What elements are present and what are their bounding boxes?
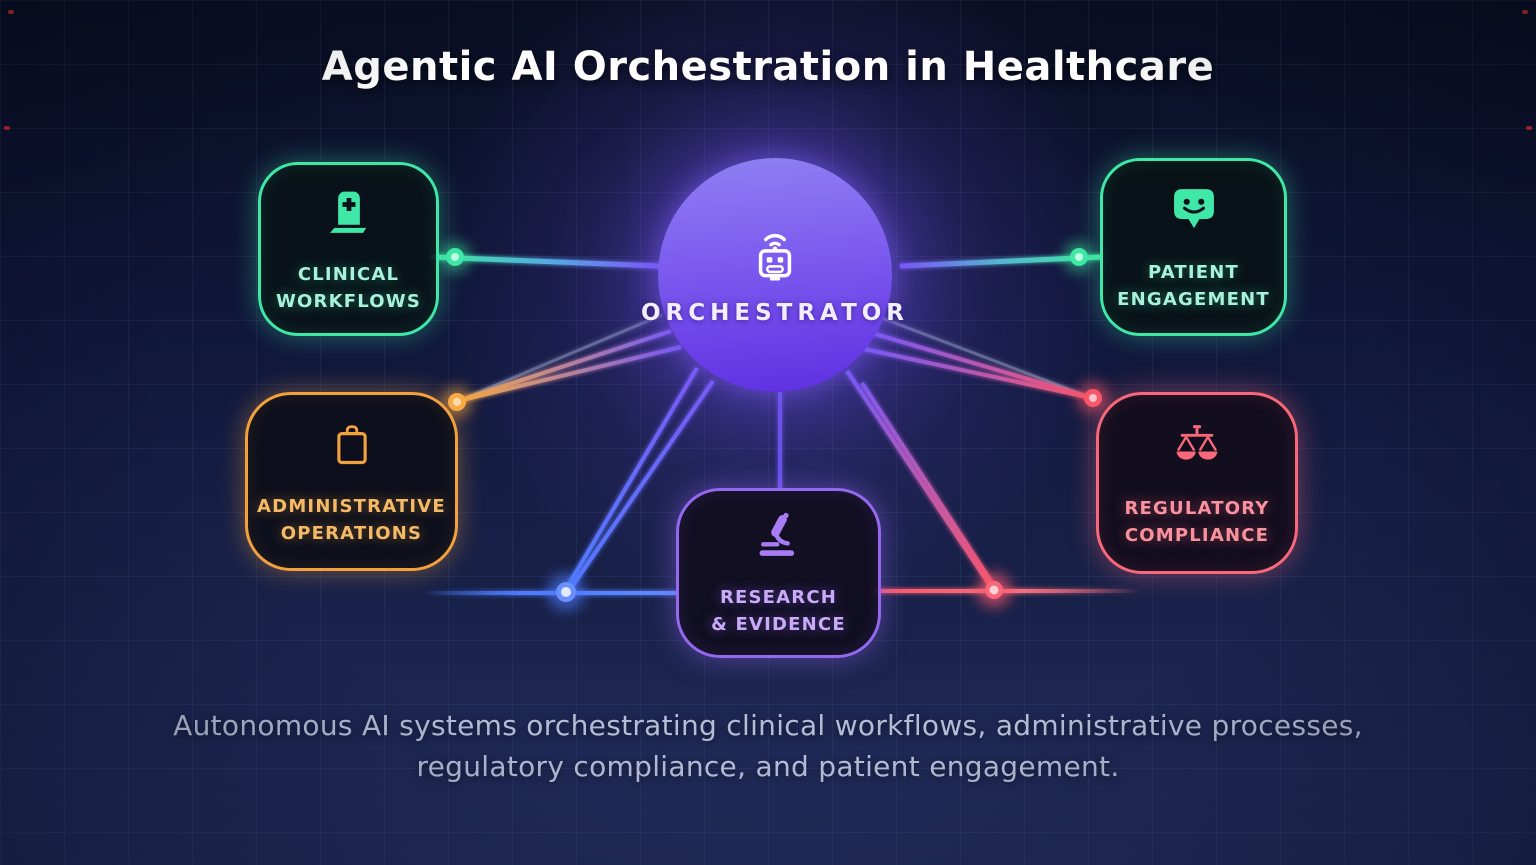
grid-marker xyxy=(8,10,14,14)
node-label-line1: RESEARCH xyxy=(719,587,838,608)
node-patient-engagement[interactable]: PATIENT ENGAGEMENT xyxy=(1100,158,1287,336)
node-clinical-workflows[interactable]: CLINICAL WORKFLOWS xyxy=(258,162,439,336)
hospital-icon xyxy=(320,183,378,241)
grid-marker xyxy=(1526,126,1532,130)
connector-dot-red-bottom xyxy=(977,573,1011,607)
subtitle-line2: regulatory compliance, and patient engag… xyxy=(416,749,1120,783)
chat-smile-icon xyxy=(1165,181,1223,239)
robot-icon xyxy=(742,224,808,286)
node-label-line2: & EVIDENCE xyxy=(711,614,846,635)
orchestrator-node[interactable]: ORCHESTRATOR xyxy=(641,158,904,392)
node-label-line1: ADMINISTRATIVE xyxy=(257,495,446,517)
node-research-evidence[interactable]: RESEARCH & EVIDENCE xyxy=(676,488,881,658)
node-regulatory-compliance[interactable]: REGULATORY COMPLIANCE xyxy=(1096,392,1298,574)
orchestrator-label: ORCHESTRATOR xyxy=(640,300,910,326)
grid-marker xyxy=(1522,10,1528,14)
connector-dot-green-left xyxy=(440,242,470,272)
page-title: Agentic AI Orchestration in Healthcare xyxy=(321,44,1215,90)
connector-clinical-orchestrator xyxy=(430,254,661,269)
connector-dot-red-corner xyxy=(1077,382,1109,414)
connector-dot-orange xyxy=(442,387,472,417)
node-label-line2: WORKFLOWS xyxy=(275,291,421,312)
node-label-line2: ENGAGEMENT xyxy=(1117,289,1270,310)
subtitle: Autonomous AI systems orchestrating clin… xyxy=(0,706,1536,787)
node-label: RESEARCH & EVIDENCE xyxy=(711,584,846,638)
connector-dot-blue xyxy=(548,574,584,610)
connector-dot-green-right xyxy=(1064,242,1094,272)
node-label: CLINICAL WORKFLOWS xyxy=(276,261,421,315)
clipboard-icon xyxy=(324,417,380,473)
microscope-icon xyxy=(751,508,807,564)
node-label-line2: OPERATIONS xyxy=(280,522,423,544)
grid-marker xyxy=(4,126,10,130)
node-administrative-operations[interactable]: ADMINISTRATIVE OPERATIONS xyxy=(245,392,458,571)
node-label: ADMINISTRATIVE OPERATIONS xyxy=(257,493,446,547)
node-label-line1: CLINICAL xyxy=(297,264,400,285)
node-label: REGULATORY COMPLIANCE xyxy=(1124,495,1269,549)
subtitle-line1: Autonomous AI systems orchestrating clin… xyxy=(173,709,1363,742)
node-label: PATIENT ENGAGEMENT xyxy=(1117,259,1270,313)
connector-orchestrator-admin xyxy=(457,313,682,403)
node-label-line1: PATIENT xyxy=(1147,262,1240,283)
scales-icon xyxy=(1168,417,1226,475)
node-label-line1: REGULATORY xyxy=(1124,498,1270,519)
node-label-line2: COMPLIANCE xyxy=(1124,525,1270,546)
connector-orchestrator-regulatory xyxy=(854,313,1093,400)
